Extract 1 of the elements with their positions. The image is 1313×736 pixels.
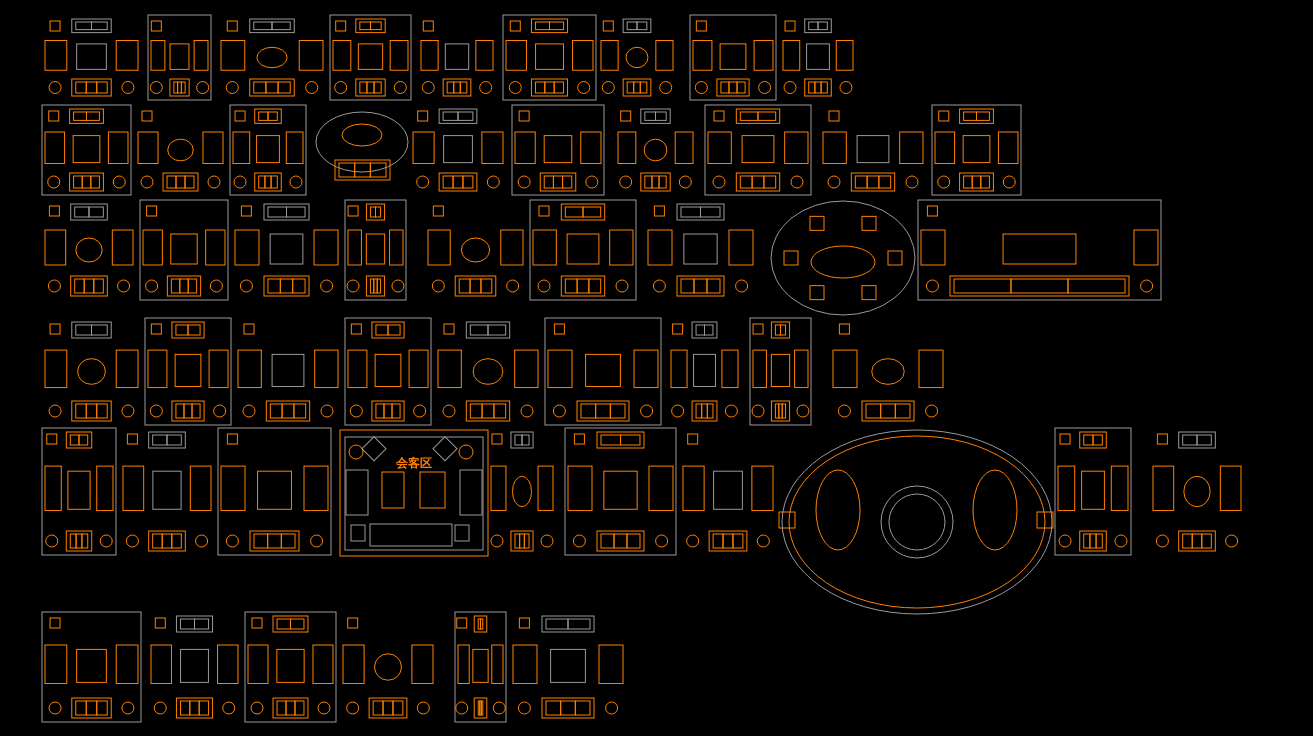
area-label: 会客区 [396,455,432,472]
